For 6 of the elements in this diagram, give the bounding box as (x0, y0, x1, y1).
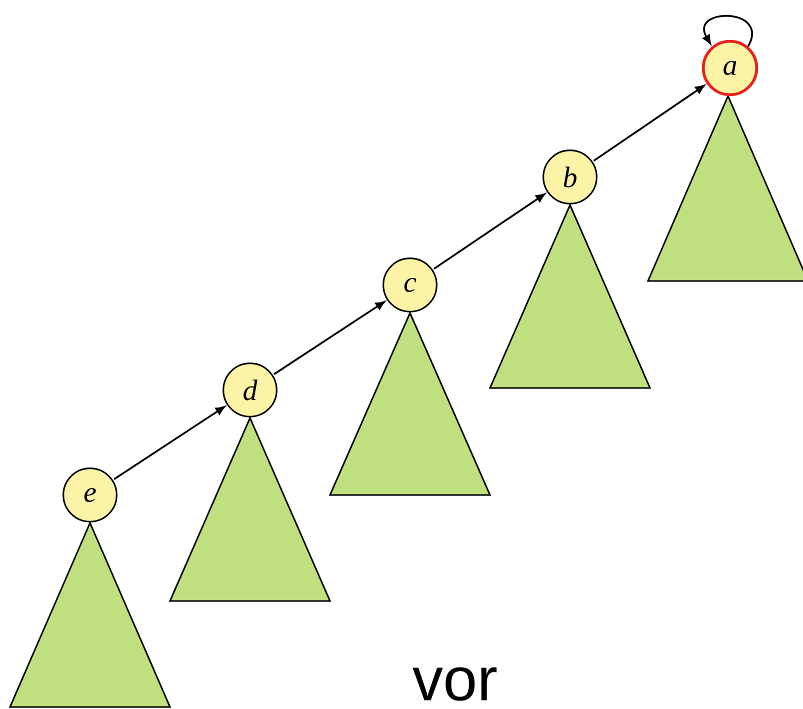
self-loop-arrow (702, 15, 753, 47)
caption-text: vor (412, 667, 497, 701)
arrow (593, 85, 705, 162)
arrow (274, 301, 385, 375)
arrow (114, 406, 225, 480)
arrow (433, 194, 546, 270)
